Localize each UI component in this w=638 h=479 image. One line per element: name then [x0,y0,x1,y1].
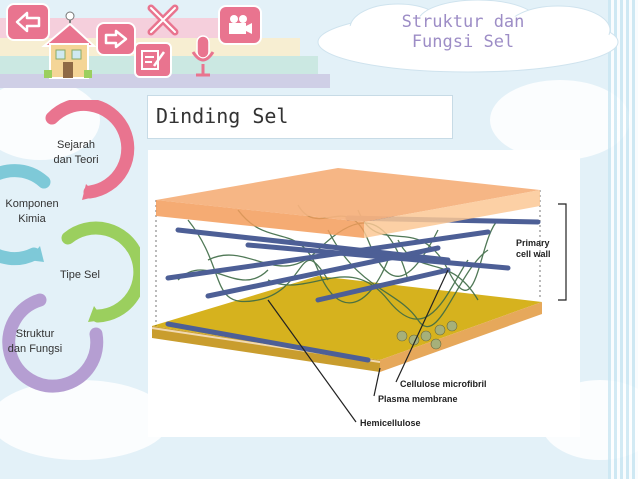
video-button[interactable] [218,5,262,45]
back-arrow-icon [15,11,41,33]
home-icon[interactable] [40,10,96,82]
pectin-matrix-layer [156,168,540,238]
close-icon [147,4,179,36]
decorative-stripes [608,0,638,479]
close-button[interactable] [145,2,181,38]
label-plasma-membrane: Plasma membrane [378,394,458,404]
microphone-button[interactable] [188,34,218,78]
label-hemicellulose: Hemicellulose [360,418,421,428]
next-arrow-icon [104,29,128,49]
back-button[interactable] [6,3,50,41]
heading-box: Dinding Sel [147,95,453,139]
microphone-icon [191,35,215,77]
slide-title: Struktur dan Fungsi Sel [401,12,525,52]
nav-item-sejarah[interactable]: Sejarah dan Teori [53,139,99,166]
nav-item-komponen[interactable]: Komponen Kimia [5,198,59,225]
title-cloud [317,0,619,73]
nav-item-struktur[interactable]: Struktur dan Fungsi [7,328,63,355]
topic-navigation [0,100,140,393]
next-button[interactable] [96,22,136,56]
nav-item-tipe-sel[interactable]: Tipe Sel [60,269,100,281]
section-heading: Dinding Sel [156,104,289,128]
video-camera-icon [229,15,252,34]
label-cellulose-microfibril: Cellulose microfibril [400,379,487,389]
notes-button[interactable] [134,42,172,78]
notes-icon [141,50,166,70]
